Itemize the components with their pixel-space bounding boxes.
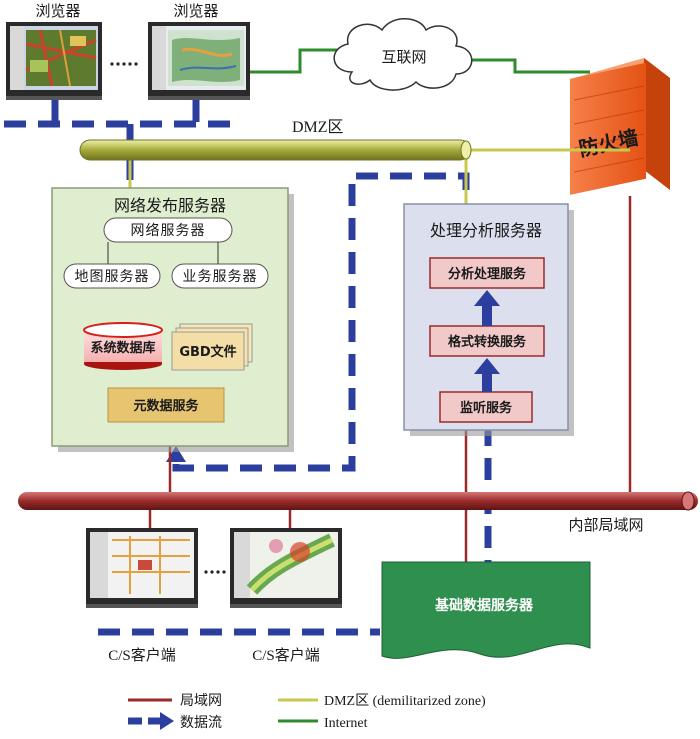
gbd-file-label: GBD文件: [179, 344, 236, 360]
listening-service-label: 监听服务: [460, 400, 513, 416]
system-database: [83, 322, 163, 370]
business-server-pill: [171, 263, 269, 289]
map-server-pill: [63, 263, 161, 289]
browser-separator-dots: [110, 62, 138, 66]
analysis-service-label: 分析处理服务: [448, 266, 527, 282]
client-separator-dots: [204, 570, 226, 574]
base-data-server: [381, 561, 591, 659]
cs-client-left: [86, 528, 198, 608]
browser-left: [6, 22, 102, 100]
metadata-service-label: 元数据服务: [133, 398, 199, 414]
base-data-server-label: 基础数据服务器: [435, 597, 534, 614]
internet-links: [250, 48, 590, 74]
internal-lan-label: 内部局域网: [568, 516, 643, 534]
browser-right: [148, 22, 250, 100]
map-server-label: 地图服务器: [75, 269, 150, 285]
web-publish-server-title: 网络发布服务器: [114, 196, 226, 215]
internet-cloud: [333, 18, 473, 91]
legend-label-dataflow: 数据流: [180, 715, 222, 731]
dmz-zone-label: DMZ区: [292, 119, 344, 136]
web-server-pill: [103, 217, 233, 243]
legend: 局域网 数据流 DMZ区 (demilitarized zone) Intern…: [128, 693, 486, 731]
cs-client-right: [230, 528, 342, 608]
web-publish-server-panel: [51, 187, 294, 452]
system-database-label: 系统数据库: [90, 340, 155, 356]
analysis-service-box: [429, 257, 545, 289]
browser-left-label: 浏览器: [35, 2, 80, 20]
format-conversion-service-box: [429, 325, 545, 357]
internet-cloud-label: 互联网: [381, 48, 426, 66]
internet-link-firewall: [472, 58, 590, 74]
legend-label-dmz: DMZ区 (demilitarized zone): [324, 693, 486, 709]
lan-lines: [148, 196, 632, 562]
format-conversion-service-label: 格式转换服务: [448, 334, 527, 350]
web-server-label: 网络服务器: [131, 223, 206, 239]
legend-label-lan: 局域网: [180, 693, 222, 709]
gbd-file-stack: [171, 323, 253, 371]
pill-connectors: [107, 242, 219, 264]
cs-client-left-label: C/S客户端: [108, 647, 176, 664]
processing-server-title: 处理分析服务器: [430, 221, 542, 240]
lan-bus: [18, 491, 698, 511]
firewall: [570, 58, 670, 195]
processing-arrows: [474, 290, 500, 392]
dmz-bus: [79, 139, 630, 206]
internet-link-browser: [250, 48, 340, 74]
legend-label-internet: Internet: [324, 716, 368, 731]
browser-right-label: 浏览器: [173, 2, 218, 20]
business-server-label: 业务服务器: [183, 269, 258, 285]
metadata-service-box: [107, 387, 225, 423]
legend-swatch-dataflow: [128, 712, 174, 730]
cs-client-right-label: C/S客户端: [252, 647, 320, 664]
